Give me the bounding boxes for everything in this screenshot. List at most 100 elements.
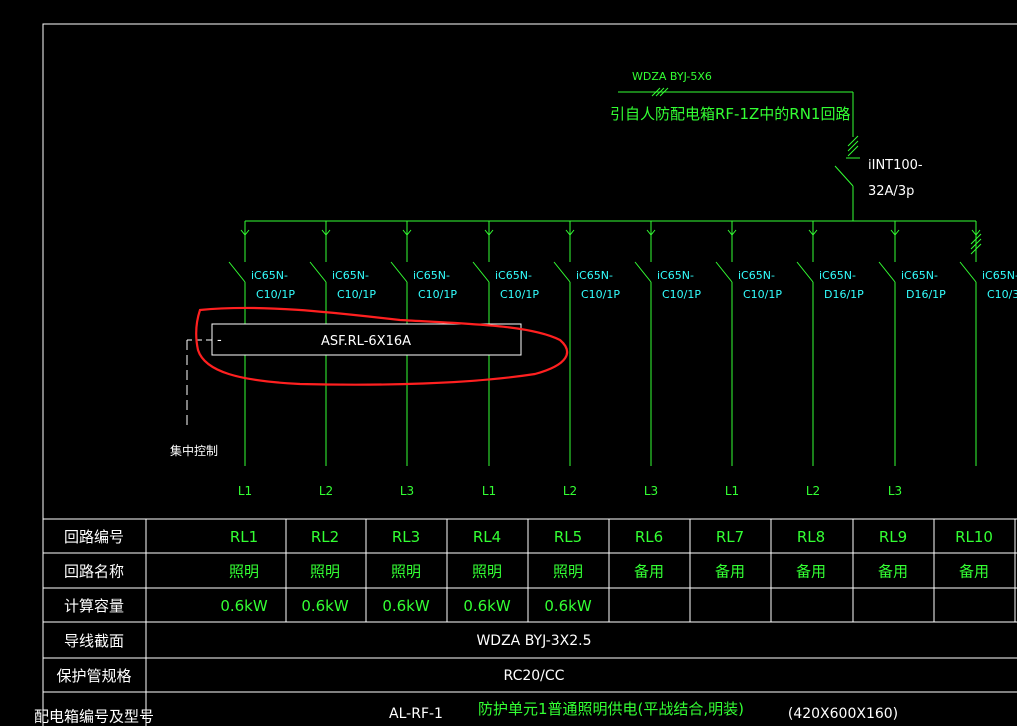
breaker-label-2: C10/1P (581, 288, 620, 301)
branch-arrow-icon (727, 229, 737, 236)
breaker-switch-icon (715, 261, 733, 283)
table-row-label: 计算容量 (64, 597, 124, 615)
branch-arrow-icon (565, 229, 575, 236)
breaker-label-1: iC65N- (657, 269, 694, 282)
branch-7: iC65N- C10/1P L1 (715, 221, 782, 498)
table-cell: RL5 (554, 528, 582, 546)
feeder-cable-label: WDZA BYJ-5X6 (632, 70, 712, 83)
branch-arrow-icon (321, 229, 331, 236)
table-cell: RL8 (797, 528, 825, 546)
feeder-source-label: 引自人防配电箱RF-1Z中的RN1回路 (610, 105, 850, 123)
table-cell: RL1 (230, 528, 258, 546)
breaker-switch-icon (878, 261, 896, 283)
table-cell: RL9 (879, 528, 907, 546)
breaker-label-2: C10/1P (418, 288, 457, 301)
table-cell: 备用 (796, 563, 826, 581)
branch-arrow-icon (402, 229, 412, 236)
annotation-ellipse (195, 306, 569, 386)
table-row-label: 回路编号 (64, 528, 124, 546)
table-cell: 照明 (472, 563, 502, 581)
table-cell: RL7 (716, 528, 744, 546)
phase-label: L3 (888, 484, 902, 498)
breaker-label-2: C10/1P (662, 288, 701, 301)
main-breaker-label-2: 32A/3p (868, 184, 914, 199)
table-row-label: 回路名称 (64, 563, 124, 581)
table-row-label: 保护管规格 (56, 667, 131, 685)
box-size-value: (420X600X160) (788, 706, 898, 722)
phase-label: L2 (319, 484, 333, 498)
table-cell: RL10 (955, 528, 993, 546)
breaker-label-2: C10/1P (500, 288, 539, 301)
branch-arrow-icon (240, 229, 250, 236)
main-breaker-tick-icon (847, 135, 859, 157)
breaker-label-1: iC65N- (576, 269, 613, 282)
table-cell: 0.6kW (382, 597, 430, 615)
table-cell: RL2 (311, 528, 339, 546)
table-cell: 照明 (391, 563, 421, 581)
branch-10: iC65N- C10/3P (959, 221, 1017, 466)
branch-6: iC65N- C10/1P L3 (634, 221, 701, 498)
phase-label: L2 (806, 484, 820, 498)
breaker-label-1: iC65N- (251, 269, 288, 282)
table-cell: 0.6kW (220, 597, 268, 615)
breaker-label-1: iC65N- (819, 269, 856, 282)
table-row-label: 配电箱编号及型号 (34, 708, 154, 726)
breaker-label-2: D16/1P (824, 288, 864, 301)
branch-1: iC65N- C10/1P L1 (228, 221, 295, 498)
table-cell: 照明 (553, 563, 583, 581)
table-cell: 备用 (634, 563, 664, 581)
table-cell: 0.6kW (463, 597, 511, 615)
breaker-label-2: C10/1P (256, 288, 295, 301)
table-cell: 照明 (310, 563, 340, 581)
breaker-label-1: iC65N- (901, 269, 938, 282)
table-cell: 备用 (959, 563, 989, 581)
box-id-value: AL-RF-1 (389, 706, 443, 722)
table-cell: 0.6kW (301, 597, 349, 615)
phase-label: L1 (725, 484, 739, 498)
breaker-switch-icon (309, 261, 327, 283)
drawing-frame (42, 23, 1017, 726)
three-pole-tick-icon (970, 233, 982, 255)
phase-label: L3 (644, 484, 658, 498)
controller-dash: - (217, 333, 222, 348)
conduit-value: RC20/CC (504, 668, 565, 684)
breaker-label-1: iC65N- (738, 269, 775, 282)
breaker-label-2: C10/1P (743, 288, 782, 301)
controller-box (211, 323, 522, 356)
main-breaker-switch-icon (834, 165, 854, 187)
branch-arrow-icon (971, 229, 981, 236)
phase-label: L1 (238, 484, 252, 498)
branch-arrow-icon (484, 229, 494, 236)
table-cell: RL4 (473, 528, 501, 546)
branch-4: iC65N- C10/1P L1 (472, 221, 539, 498)
box-desc-value: 防护单元1普通照明供电(平战结合,明装) (478, 700, 744, 718)
phase-label: L1 (482, 484, 496, 498)
branch-arrow-icon (808, 229, 818, 236)
breaker-label-2: C10/3P (987, 288, 1017, 301)
table-cell: 0.6kW (544, 597, 592, 615)
table-cell: 备用 (878, 563, 908, 581)
branch-2: iC65N- C10/1P L2 (309, 221, 376, 498)
table-cell: RL3 (392, 528, 420, 546)
phase-label: L3 (400, 484, 414, 498)
table-cell: RL6 (635, 528, 663, 546)
main-breaker-label-1: iINT100- (868, 158, 923, 173)
breaker-switch-icon (553, 261, 571, 283)
breaker-switch-icon (634, 261, 652, 283)
breaker-switch-icon (390, 261, 408, 283)
table-row-label: 导线截面 (64, 632, 124, 650)
branch-8: iC65N- D16/1P L2 (796, 221, 864, 498)
control-leader (186, 339, 212, 428)
controller-label: ASF.RL-6X16A (321, 334, 411, 349)
table-frame (42, 518, 1017, 726)
branch-arrow-icon (890, 229, 900, 236)
branch-arrow-icon (646, 229, 656, 236)
breaker-label-1: iC65N- (495, 269, 532, 282)
breaker-label-1: iC65N- (332, 269, 369, 282)
breaker-label-1: iC65N- (982, 269, 1017, 282)
breaker-label-2: C10/1P (337, 288, 376, 301)
central-control-label: 集中控制 (170, 443, 218, 458)
